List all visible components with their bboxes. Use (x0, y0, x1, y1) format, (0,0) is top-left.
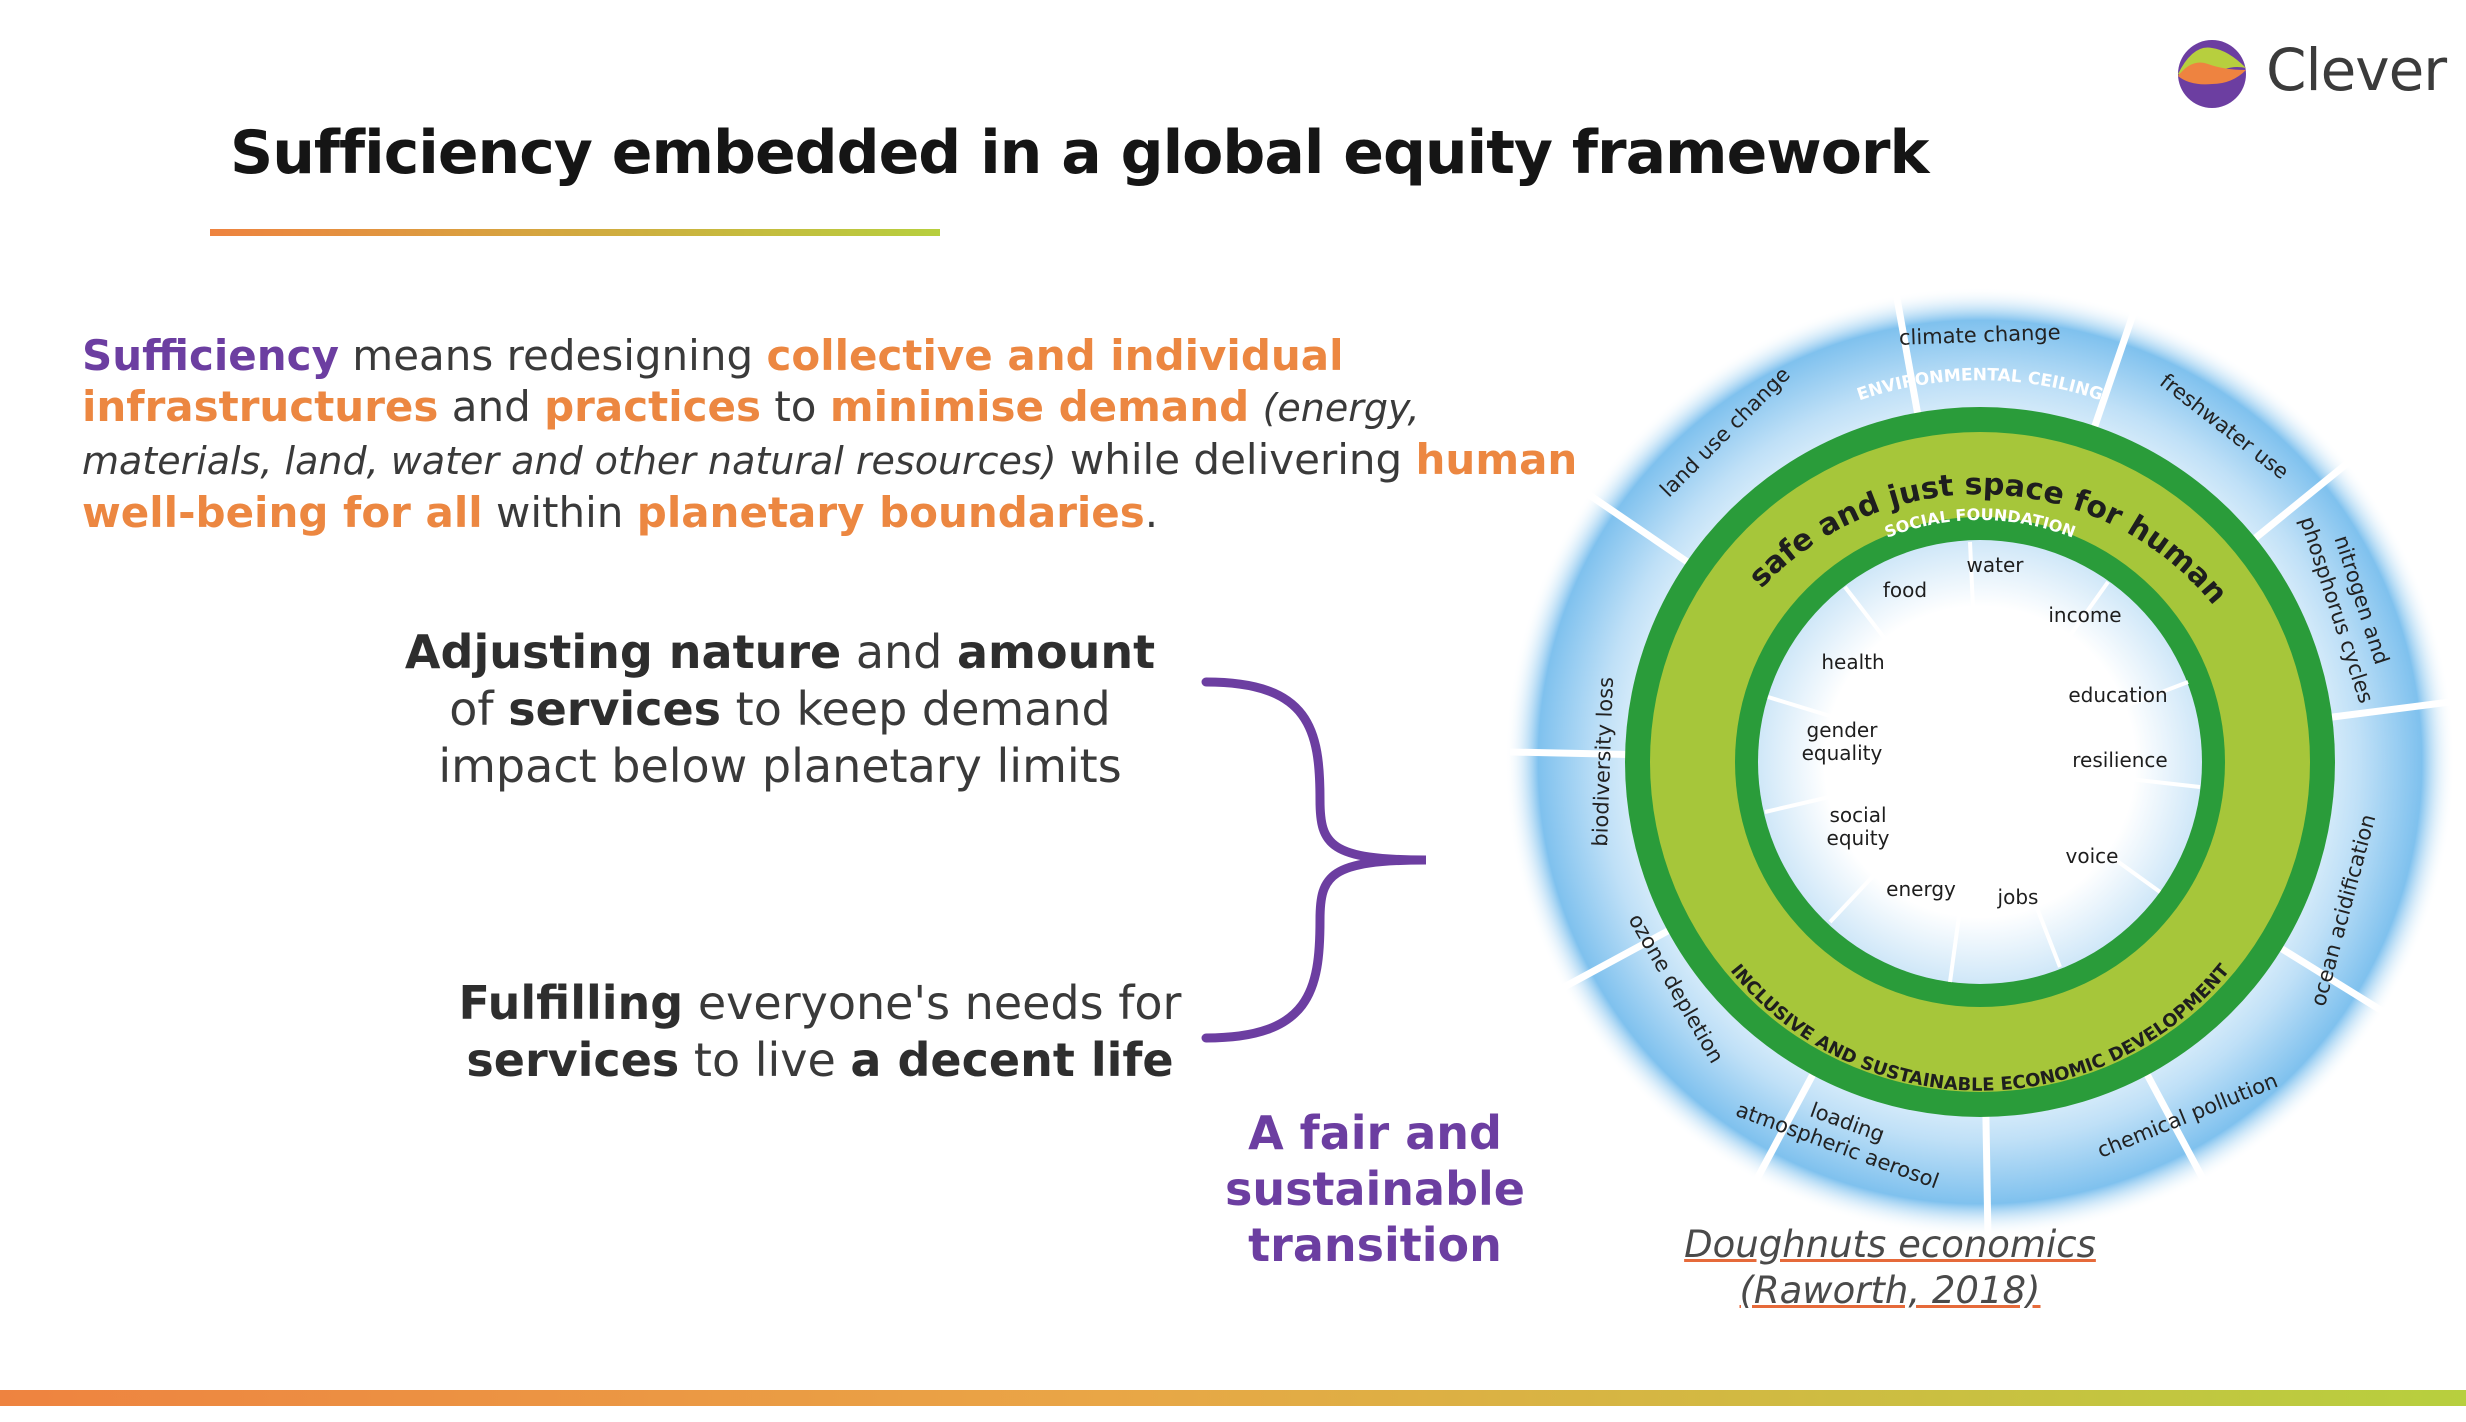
need-energy: energy (1886, 877, 1956, 901)
need-social-equity-2: equity (1827, 826, 1890, 850)
need-water: water (1967, 553, 2025, 577)
need-gender-equality-2: equality (1802, 741, 1883, 765)
need-education: education (2068, 683, 2167, 707)
need-gender-equality-1: gender (1807, 718, 1879, 742)
text: to keep demand (721, 682, 1111, 736)
need-social-equity-1: social (1829, 803, 1886, 827)
bold-text: Fulfilling (458, 976, 684, 1030)
definition-paragraph: Sufficiency means redesigning collective… (82, 330, 1582, 538)
citation-line1: Doughnuts economics (1684, 1223, 2096, 1266)
point1-line3: impact below planetary limits (438, 739, 1122, 793)
definition-text: . (1144, 488, 1159, 537)
definition-text: to (760, 382, 830, 431)
citation-line2: (Raworth, 2018) (1739, 1269, 2041, 1312)
logo-text: Clever (2266, 36, 2447, 104)
clever-logo: Clever (2168, 34, 2448, 114)
curly-brace (1201, 677, 1427, 1043)
definition-highlight: minimise demand (829, 382, 1250, 431)
doughnut-diagram: ENVIRONMENTAL CEILING the safe and just … (1500, 282, 2455, 1241)
bold-text: services (466, 1033, 680, 1087)
transition-line: sustainable (1225, 1162, 1525, 1216)
definition-highlight: human well-being for all (82, 435, 1578, 537)
point2-line2: services to live a decent life (400, 1032, 1240, 1089)
definition-highlight: collective and individual infrastructure… (82, 331, 1344, 431)
page-title: Sufficiency embedded in a global equity … (230, 118, 1929, 188)
definition-text: and (438, 382, 545, 431)
definition-text: means redesigning (338, 331, 767, 380)
text: everyone's needs for (683, 976, 1182, 1030)
boundary-climate-change: climate change (1899, 320, 2061, 350)
definition-term: Sufficiency (82, 331, 339, 380)
need-health: health (1821, 650, 1884, 674)
bold-text: Adjusting nature (404, 625, 842, 679)
need-food: food (1883, 578, 1927, 602)
need-resilience: resilience (2072, 748, 2167, 772)
point-fulfilling-needs: Fulfilling everyone's needs for services… (400, 975, 1240, 1089)
boundary-biodiversity-loss: biodiversity loss (1588, 676, 1618, 847)
footer-gradient-bar (0, 1390, 2466, 1406)
social-foundation-items: water income education resilience voice … (1802, 553, 2168, 909)
definition-text: within (482, 488, 637, 537)
bold-text: services (508, 682, 722, 736)
need-voice: voice (2066, 844, 2119, 868)
transition-line: transition (1248, 1218, 1502, 1272)
definition-highlight: practices (544, 382, 761, 431)
bold-text: a decent life (850, 1033, 1174, 1087)
definition-italic: (energy, materials, land, water and othe… (82, 386, 1420, 483)
need-income: income (2048, 603, 2121, 627)
point1-line2: of services to keep demand (360, 681, 1200, 738)
point2-line1: Fulfilling everyone's needs for (400, 975, 1240, 1032)
bold-text: amount (957, 625, 1156, 679)
text: and (841, 625, 957, 679)
transition-line: A fair and (1248, 1106, 1502, 1160)
point-adjusting-services: Adjusting nature and amount of services … (360, 624, 1200, 795)
transition-label: A fair and sustainable transition (1200, 1105, 1550, 1273)
point1-line1: Adjusting nature and amount (360, 624, 1200, 681)
definition-text (1249, 382, 1262, 431)
citation: Doughnuts economics (Raworth, 2018) (1640, 1222, 2140, 1314)
definition-text: while delivering (1056, 435, 1416, 484)
definition-highlight: planetary boundaries (636, 488, 1145, 537)
need-jobs: jobs (1997, 885, 2039, 909)
inner-dividers (1764, 541, 2201, 983)
title-underline (210, 229, 940, 236)
text: to live (679, 1033, 851, 1087)
clever-logo-mark (2178, 40, 2246, 108)
text: of (449, 682, 509, 736)
